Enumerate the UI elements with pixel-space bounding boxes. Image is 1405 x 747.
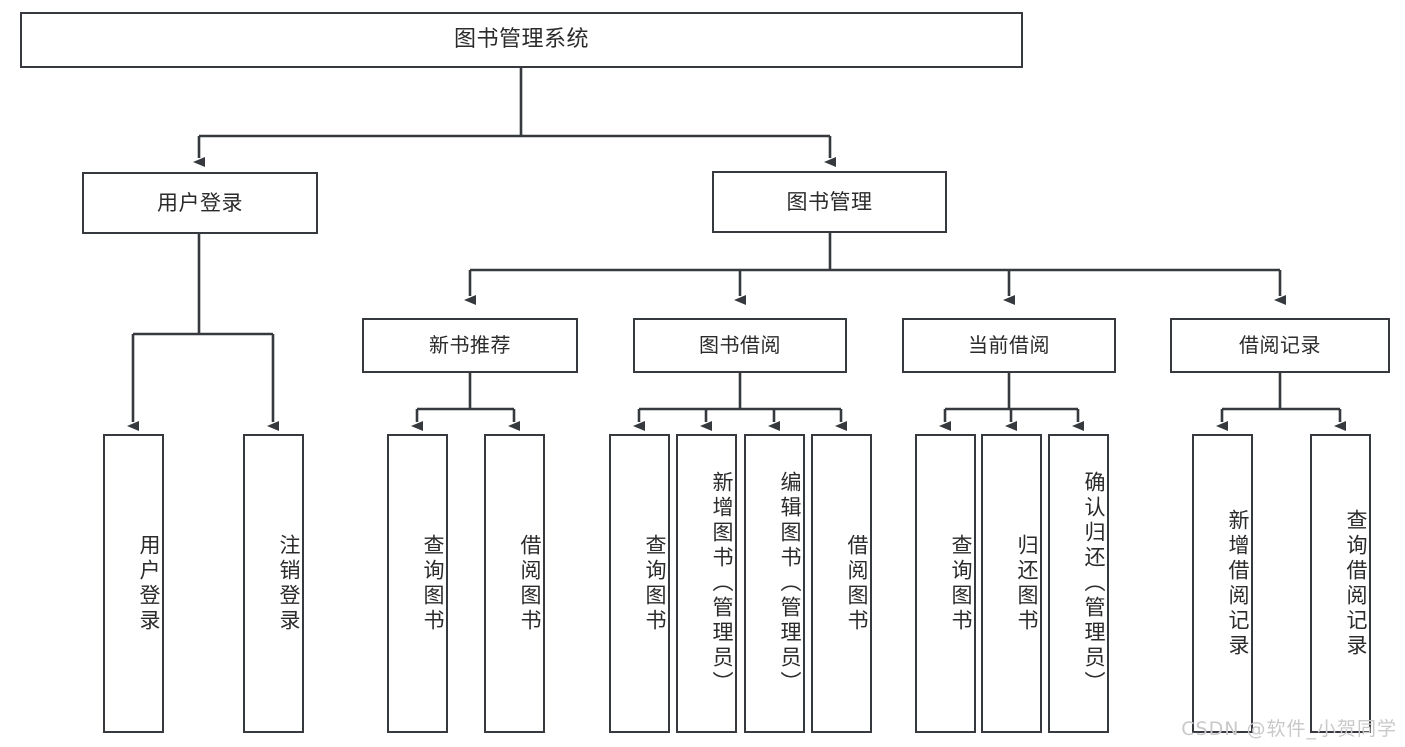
leaf-user-login[interactable]: 用户登录 [103, 434, 164, 733]
csdn-watermark: CSDN @软件_小贺同学 [1181, 718, 1397, 740]
leaf-borrow-book-1[interactable]: 借阅图书 [484, 434, 545, 733]
leaf-return-book-label: 归还图书 [1015, 533, 1039, 634]
leaf-query-book-1[interactable]: 查询图书 [387, 434, 448, 733]
leaf-query-record-label: 查询借阅记录 [1344, 508, 1368, 659]
node-book-borrow-label: 图书借阅 [699, 333, 781, 357]
node-current-borrow[interactable]: 当前借阅 [902, 318, 1116, 373]
node-new-book-rec[interactable]: 新书推荐 [362, 318, 578, 373]
node-borrow-record-label: 借阅记录 [1239, 333, 1321, 357]
leaf-query-book-3[interactable]: 查询图书 [915, 434, 976, 733]
leaf-logout-label: 注销登录 [277, 533, 301, 634]
leaf-edit-book[interactable]: 编辑图书（管理员） [744, 434, 805, 733]
node-root-label: 图书管理系统 [453, 27, 589, 53]
leaf-add-record-label: 新增借阅记录 [1226, 508, 1250, 659]
leaf-query-book-2[interactable]: 查询图书 [609, 434, 670, 733]
node-user-login[interactable]: 用户登录 [82, 172, 318, 234]
leaf-add-record[interactable]: 新增借阅记录 [1192, 434, 1253, 733]
leaf-logout[interactable]: 注销登录 [243, 434, 304, 733]
node-book-manage[interactable]: 图书管理 [712, 171, 947, 233]
leaf-confirm-return-label: 确认归还（管理员） [1082, 471, 1106, 696]
leaf-query-book-1-label: 查询图书 [421, 533, 445, 634]
leaf-user-login-label: 用户登录 [137, 533, 161, 634]
node-current-borrow-label: 当前借阅 [968, 333, 1050, 357]
node-book-manage-label: 图书管理 [786, 189, 873, 214]
leaf-add-book[interactable]: 新增图书（管理员） [676, 434, 737, 733]
leaf-borrow-book-2[interactable]: 借阅图书 [811, 434, 872, 733]
leaf-edit-book-label: 编辑图书（管理员） [778, 471, 802, 696]
node-user-login-label: 用户登录 [157, 190, 243, 215]
node-root[interactable]: 图书管理系统 [20, 12, 1023, 68]
leaf-confirm-return[interactable]: 确认归还（管理员） [1048, 434, 1109, 733]
leaf-add-book-label: 新增图书（管理员） [710, 471, 734, 696]
node-borrow-record[interactable]: 借阅记录 [1170, 318, 1390, 373]
leaf-query-book-2-label: 查询图书 [643, 533, 667, 634]
leaf-query-record[interactable]: 查询借阅记录 [1310, 434, 1371, 733]
node-new-book-rec-label: 新书推荐 [429, 333, 511, 357]
leaf-query-book-3-label: 查询图书 [949, 533, 973, 634]
leaf-return-book[interactable]: 归还图书 [981, 434, 1042, 733]
leaf-borrow-book-1-label: 借阅图书 [518, 533, 542, 634]
leaf-borrow-book-2-label: 借阅图书 [845, 533, 869, 634]
node-book-borrow[interactable]: 图书借阅 [633, 318, 847, 373]
